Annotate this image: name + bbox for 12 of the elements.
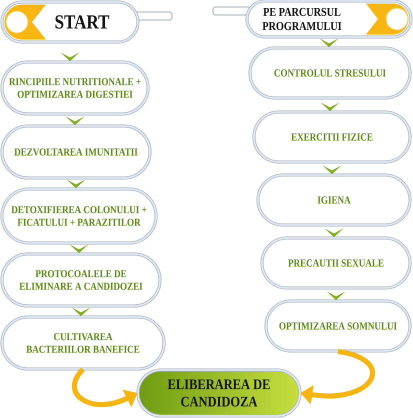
end-box: ELIBERAREA DE CANDIDOZA [136,368,302,418]
process-box: IGIENA [256,173,412,227]
process-box: DEZVOLTAREA IMUNITATII [0,124,152,180]
process-box: RINCIPIILE NUTRITIONALE + OPTIMIZAREA DIGESTIEI [0,60,150,116]
process-box: CULTIVAREA BACTERIILOR BANEFICE [0,315,166,371]
process-box: DETOXIFIEREA COLONULUI + FICATULUI + PARAZITILOR [0,187,158,245]
node-label: PE PARCURSUL PROGRAMULUI [262,8,342,30]
process-box: CONTROLUL STRESULUI [248,46,412,100]
process-box: EXERCITII FIZICE [252,110,412,164]
process-box: PROTOCOALELE DE ELIMINARE A CANDIDOZEI [0,252,162,308]
process-box: OPTIMIZAREA SOMNULUI [264,299,412,353]
process-box: PRECAUTII SEXUALE [260,236,412,290]
